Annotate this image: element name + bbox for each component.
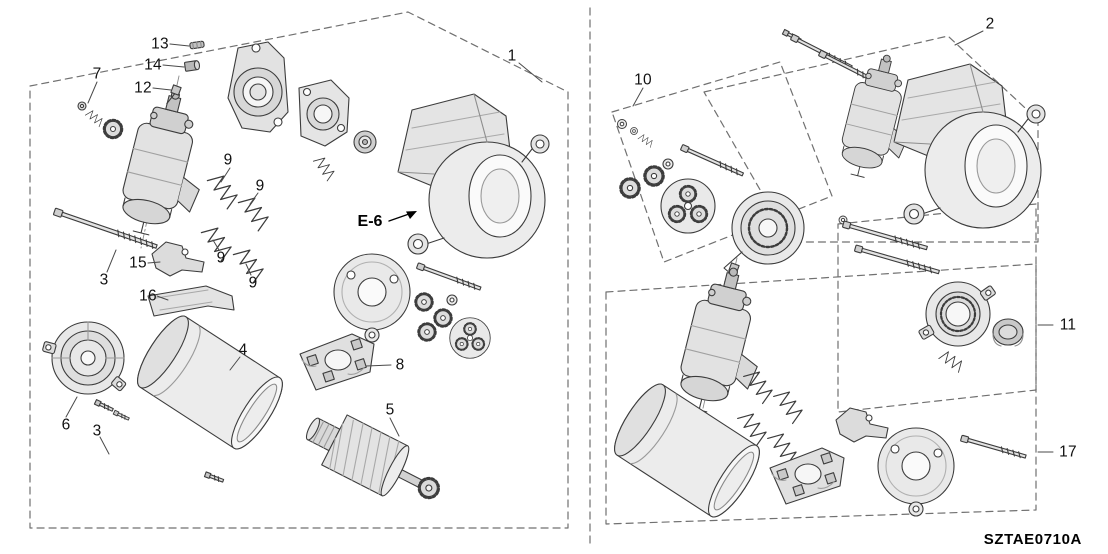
grommet-drawing xyxy=(353,130,377,154)
gear-carrier-drawing xyxy=(661,179,715,233)
bearing-bracket-drawing xyxy=(298,79,350,147)
part-callout-13[interactable]: 13 xyxy=(151,35,169,53)
part-callout-9[interactable]: 9 xyxy=(255,177,265,195)
small-spring-drawing xyxy=(84,108,105,128)
part-callout-14[interactable]: 14 xyxy=(144,56,162,74)
part-callout-5[interactable]: 5 xyxy=(385,401,395,419)
washer-drawing xyxy=(617,119,627,129)
brush-holder-drawing xyxy=(299,333,375,391)
left-exploded-assembly xyxy=(41,40,550,519)
group-box-17 xyxy=(605,263,1037,525)
end-bracket-drawing xyxy=(917,280,998,348)
plate-bracket-drawing xyxy=(835,407,889,443)
e6-arrow-icon xyxy=(388,211,417,222)
plate-bracket-drawing xyxy=(147,285,235,317)
magnetic-switch-drawing xyxy=(671,260,780,422)
planet-gear-drawing xyxy=(643,165,665,187)
small-spring-drawing xyxy=(637,132,655,148)
part-callout-6[interactable]: 6 xyxy=(61,416,71,434)
planet-gear-drawing xyxy=(619,177,641,199)
planet-gear-drawing xyxy=(433,308,453,328)
armature-drawing xyxy=(295,401,452,519)
gear-housing-drawing xyxy=(397,93,550,259)
spring-drawing xyxy=(312,154,337,182)
rubber-boot-drawing xyxy=(992,318,1024,347)
part-callout-3[interactable]: 3 xyxy=(92,422,102,440)
terminal-bolt-drawing xyxy=(166,84,182,105)
part-callout-8[interactable]: 8 xyxy=(395,356,405,374)
yoke-cylinder-drawing xyxy=(605,377,769,524)
part-callout-9[interactable]: 9 xyxy=(216,249,226,267)
group-box-1 xyxy=(29,11,569,529)
brush-spring-drawing xyxy=(773,386,806,425)
end-bracket-drawing xyxy=(227,41,289,133)
small-gear-drawing xyxy=(102,118,124,140)
bushing-drawing xyxy=(184,60,201,72)
stud-bolt-drawing xyxy=(415,262,482,292)
right-exploded-assembly xyxy=(605,28,1046,524)
gear-carrier-drawing xyxy=(450,318,491,359)
part-callout-15[interactable]: 15 xyxy=(129,254,147,272)
washer-drawing xyxy=(630,127,638,135)
planet-gear-drawing xyxy=(414,292,434,312)
leader-lines xyxy=(65,30,1054,455)
center-plate-drawing xyxy=(877,427,955,517)
diagram-code: SZTAE0710A xyxy=(983,531,1082,548)
center-plate-drawing xyxy=(333,253,411,343)
part-callout-17[interactable]: 17 xyxy=(1059,443,1077,461)
small-screw-drawing xyxy=(112,409,131,422)
part-callout-12[interactable]: 12 xyxy=(134,79,152,97)
washer-drawing xyxy=(662,158,674,170)
part-callout-10[interactable]: 10 xyxy=(634,71,652,89)
reference-label-e6[interactable]: E-6 xyxy=(357,213,383,230)
stud-bolt-drawing xyxy=(959,434,1028,460)
starter-assembly-drawing xyxy=(893,63,1046,229)
planet-gear-drawing xyxy=(417,322,437,342)
part-callout-1[interactable]: 1 xyxy=(507,47,517,65)
small-screw-drawing xyxy=(93,399,115,413)
part-callout-9[interactable]: 9 xyxy=(248,274,258,292)
part-callout-9[interactable]: 9 xyxy=(223,151,233,169)
end-frame-drawing xyxy=(41,321,128,395)
stud-bolt-drawing xyxy=(679,143,745,178)
part-callout-11[interactable]: 11 xyxy=(1059,316,1077,334)
small-spring-drawing xyxy=(938,348,966,373)
part-callout-4[interactable]: 4 xyxy=(238,341,248,359)
yoke-cylinder-drawing xyxy=(128,309,292,456)
part-callout-7[interactable]: 7 xyxy=(92,65,102,83)
washer-hole xyxy=(79,103,85,109)
brush-spring-drawing xyxy=(237,192,273,232)
small-screw-drawing xyxy=(203,471,225,484)
group-box-10 xyxy=(611,61,833,263)
magnetic-switch-drawing xyxy=(113,83,222,245)
part-callout-2[interactable]: 2 xyxy=(985,15,995,33)
pin-drawing xyxy=(189,40,205,50)
shift-lever-drawing xyxy=(151,241,205,277)
part-callout-3[interactable]: 3 xyxy=(99,271,109,289)
washer-drawing xyxy=(446,294,458,306)
part-callout-16[interactable]: 16 xyxy=(139,287,157,305)
